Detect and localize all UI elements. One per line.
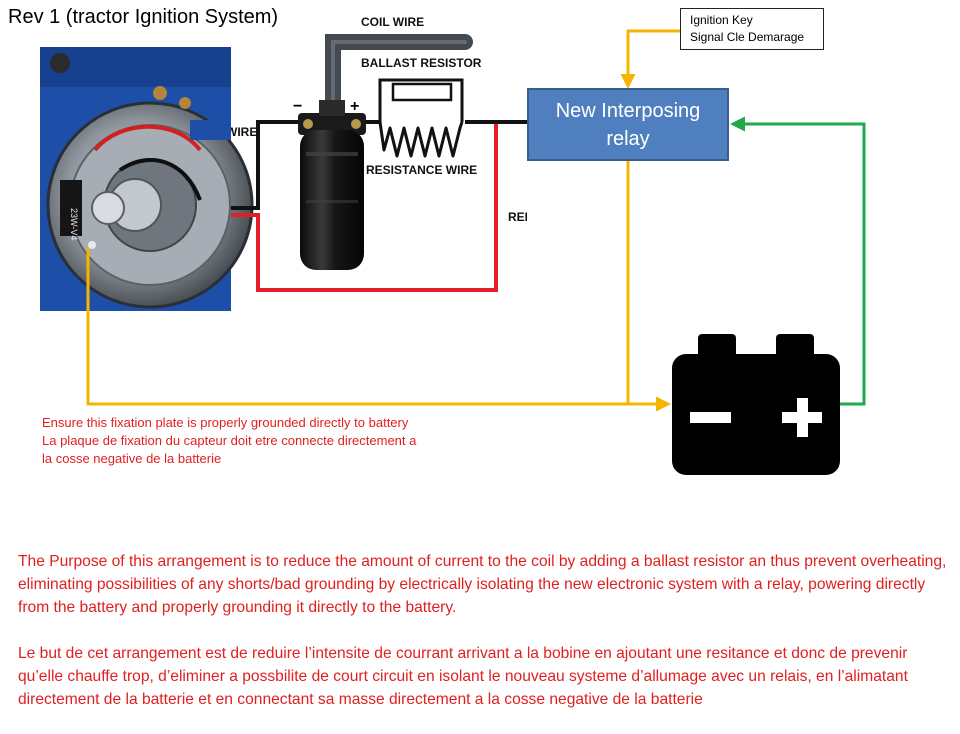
ignition-key-line-1: Ignition Key — [690, 13, 753, 27]
distributor-photo — [40, 47, 254, 311]
distributor-ground-wire — [86, 248, 671, 412]
black-wire — [231, 120, 305, 210]
battery-positive-wire — [730, 116, 866, 406]
red-wire — [231, 122, 498, 292]
ballast-resistor-label: BALLAST RESISTOR — [361, 56, 482, 70]
coil-minus-label: − — [293, 98, 302, 115]
purpose-french: Le but de cet arrangement est de reduire… — [18, 645, 908, 708]
ground-note-line-1: Ensure this fixation plate is properly g… — [42, 415, 409, 430]
battery-icon — [672, 334, 840, 475]
coil-plus-label: + — [350, 98, 359, 115]
ballast-resistor — [378, 78, 464, 158]
relay-label-line-1: New Interposing — [555, 99, 701, 122]
ignition-coil — [298, 100, 366, 270]
ground-note: Ensure this fixation plate is properly g… — [42, 414, 416, 468]
module-label: 23W-V4 — [69, 208, 79, 240]
coil-wire-label: COIL WIRE — [361, 15, 424, 29]
slide-title: Rev 1 (tractor Ignition System) — [8, 6, 279, 28]
wire-partial-label: WIRE — [226, 125, 257, 139]
ground-note-line-3: la cosse negative de la batterie — [42, 451, 222, 466]
interposing-relay: New Interposing relay — [527, 88, 729, 161]
purpose-english: The Purpose of this arrangement is to re… — [18, 553, 947, 616]
ground-note-line-2: La plaque de fixation du capteur doit et… — [42, 433, 417, 448]
ignition-key-box: Ignition Key Signal Cle Demarage — [680, 8, 824, 50]
purpose-text: The Purpose of this arrangement is to re… — [18, 550, 953, 734]
relay-label-line-2: relay — [606, 127, 650, 150]
ignition-key-line-2: Signal Cle Demarage — [690, 30, 805, 44]
resistance-wire-label: RESISTANCE WIRE — [366, 163, 477, 177]
ignition-key-wire — [620, 29, 680, 89]
